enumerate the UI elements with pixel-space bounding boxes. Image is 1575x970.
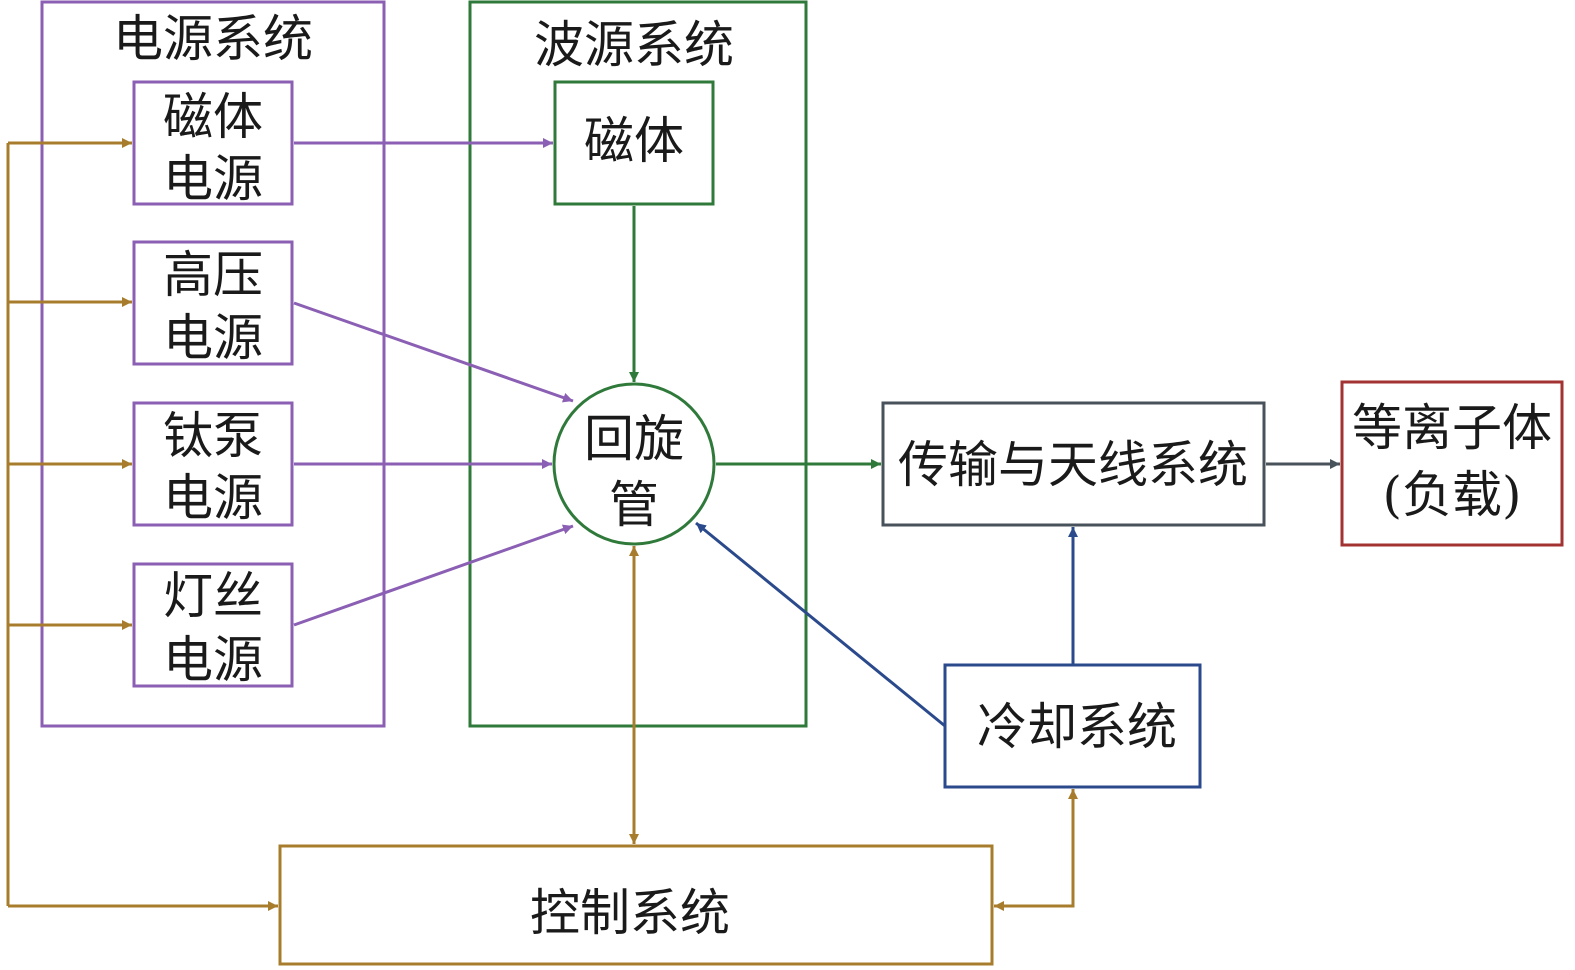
transmission-antenna-label: 传输与天线系统 (898, 436, 1248, 494)
power-system-title: 电源系统 (113, 10, 313, 68)
power-arrows (293, 138, 574, 627)
cooling-system-box: 冷却系统 (943, 663, 1202, 789)
wave-source-system-title: 波源系统 (534, 16, 734, 74)
arrow-cooling-to-gyrotron (695, 521, 946, 728)
transmission-antenna-box: 传输与天线系统 (881, 401, 1266, 527)
arrow-filament-supply-to-gyrotron (293, 524, 574, 627)
magnet-power-supply: 磁体 电源 (132, 80, 294, 208)
high-voltage-power-supply-line2: 电源 (163, 309, 263, 367)
arrow-hv-supply-to-gyrotron (293, 301, 574, 403)
arrow-control-cooling-bidirectional (994, 789, 1078, 911)
filament-power-supply: 灯丝 电源 (132, 562, 294, 689)
plasma-label-line1: 等离子体 (1352, 399, 1552, 457)
filament-power-supply-line2: 电源 (163, 631, 263, 689)
control-system-label: 控制系统 (530, 884, 730, 942)
gyrotron-node: 回旋 管 (552, 382, 716, 546)
control-bus (6, 138, 278, 911)
cooling-system-label: 冷却系统 (977, 698, 1177, 756)
gyrotron-label-line1: 回旋 (584, 410, 684, 468)
titanium-pump-power-supply-line1: 钛泵 (163, 407, 263, 465)
power-system-group (40, 0, 386, 728)
magnet-power-supply-line1: 磁体 (163, 88, 263, 146)
control-system-box: 控制系统 (278, 844, 994, 966)
magnet-power-supply-line2: 电源 (163, 150, 263, 208)
wave-arrows (629, 206, 881, 469)
high-voltage-power-supply: 高压 电源 (132, 240, 294, 367)
plasma-label-line2: (负载) (1382, 466, 1521, 524)
plasma-load-box: 等离子体 (负载) (1340, 380, 1564, 547)
titanium-pump-power-supply-line2: 电源 (163, 469, 263, 527)
magnet-label: 磁体 (584, 112, 684, 170)
control-arrows (629, 546, 1078, 911)
filament-power-supply-line1: 灯丝 (163, 567, 263, 625)
gyrotron-label-line2: 管 (609, 476, 659, 534)
high-voltage-power-supply-line1: 高压 (163, 246, 263, 304)
wave-source-system-group (468, 0, 808, 728)
titanium-pump-power-supply: 钛泵 电源 (132, 401, 294, 527)
cooling-arrows (695, 521, 1078, 728)
magnet-box: 磁体 (553, 80, 715, 206)
